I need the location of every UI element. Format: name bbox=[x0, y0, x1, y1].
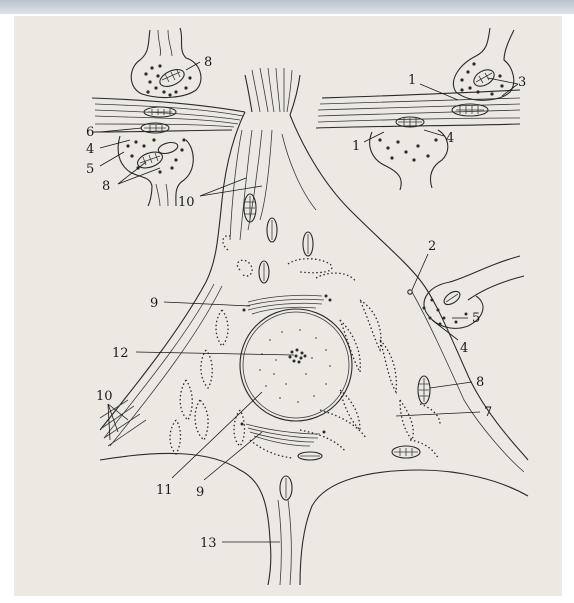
label-2: 2 bbox=[428, 239, 436, 254]
label-8-bottom-left: 8 bbox=[102, 179, 110, 194]
label-1-upper: 1 bbox=[408, 73, 416, 88]
label-4-left: 4 bbox=[86, 142, 94, 157]
label-11: 11 bbox=[156, 483, 173, 498]
label-10-lower: 10 bbox=[96, 389, 113, 404]
upper-right-top-bouton bbox=[453, 28, 514, 100]
label-5-left: 5 bbox=[86, 162, 94, 177]
label-7: 7 bbox=[484, 405, 492, 420]
upper-right-bottom-bouton bbox=[370, 130, 448, 190]
label-3: 3 bbox=[518, 75, 526, 90]
golgi-upper bbox=[243, 295, 332, 315]
upper-left-axon bbox=[92, 98, 245, 133]
upper-right-axon bbox=[316, 90, 520, 128]
top-dendrite bbox=[206, 68, 420, 282]
label-5-right: 5 bbox=[472, 311, 480, 326]
label-4-top-right: 4 bbox=[446, 131, 454, 146]
nucleolus bbox=[289, 349, 307, 364]
label-8-right: 8 bbox=[476, 375, 484, 390]
upper-left-top-bouton bbox=[131, 28, 201, 97]
label-9-upper: 9 bbox=[150, 296, 158, 311]
label-12: 12 bbox=[112, 346, 129, 361]
nucleus bbox=[240, 309, 352, 421]
rough-er bbox=[170, 236, 440, 458]
label-10-upper: 10 bbox=[178, 195, 195, 210]
label-1-lower: 1 bbox=[352, 139, 360, 154]
cell-body bbox=[100, 280, 528, 585]
label-6: 6 bbox=[86, 125, 94, 140]
label-4-right: 4 bbox=[460, 341, 468, 356]
label-9-lower: 9 bbox=[196, 485, 204, 500]
label-13: 13 bbox=[200, 536, 217, 551]
label-8-top-left: 8 bbox=[204, 55, 212, 70]
